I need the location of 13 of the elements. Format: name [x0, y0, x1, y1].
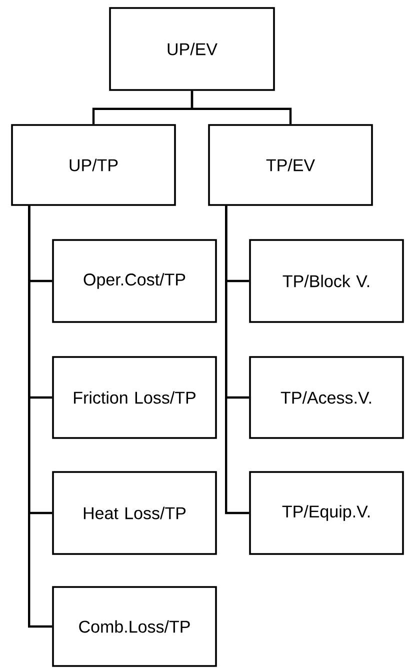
box: TP/EV	[208, 124, 373, 206]
box: Friction Loss/TP	[52, 356, 217, 439]
connector-line	[190, 90, 292, 124]
box: UP/TP	[11, 124, 176, 206]
box: UP/EV	[109, 7, 275, 91]
box: TP/Acess.V.	[249, 356, 404, 439]
connector-line	[28, 206, 52, 628]
box: TP/Block V.	[249, 239, 404, 323]
box: Heat Loss/TP	[52, 471, 217, 555]
box: Comb.Loss/TP	[52, 586, 217, 667]
box: TP/Equip.V.	[249, 471, 404, 555]
connector-line	[225, 206, 250, 514]
box: Oper.Cost/TP	[52, 239, 217, 323]
